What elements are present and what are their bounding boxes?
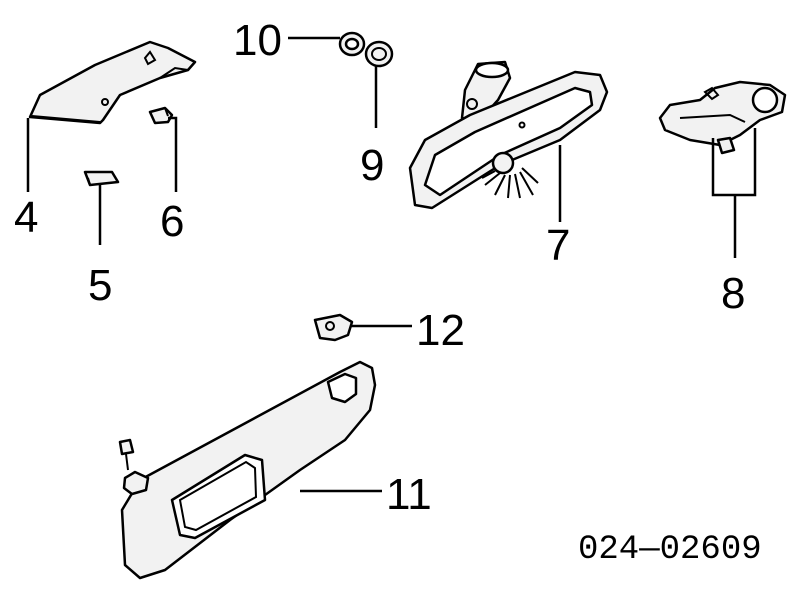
callout-5: 5 <box>88 261 112 310</box>
part-12-clip <box>313 313 354 342</box>
part-5-clip <box>83 170 120 187</box>
part-4-trim-cover <box>28 40 197 125</box>
leader-6 <box>168 116 178 192</box>
callout-6: 6 <box>160 197 184 246</box>
part-9-cap <box>364 40 394 68</box>
callout-11: 11 <box>386 470 432 519</box>
part-8-mirror-bracket <box>658 80 787 155</box>
callout-10: 10 <box>233 16 282 65</box>
leader-8 <box>711 128 757 258</box>
diagram-code: 024—02609 <box>578 531 762 569</box>
part-7-rearview-mirror <box>408 60 609 210</box>
mirror-sensor-rays <box>481 167 539 199</box>
part-6-clip <box>148 106 174 125</box>
callout-8: 8 <box>721 269 745 318</box>
callout-7: 7 <box>546 221 570 270</box>
part-10-grommet <box>338 31 366 57</box>
part-11-sun-visor <box>118 360 377 580</box>
callout-12: 12 <box>416 306 465 355</box>
callout-4: 4 <box>14 193 38 242</box>
callout-9: 9 <box>360 141 384 190</box>
